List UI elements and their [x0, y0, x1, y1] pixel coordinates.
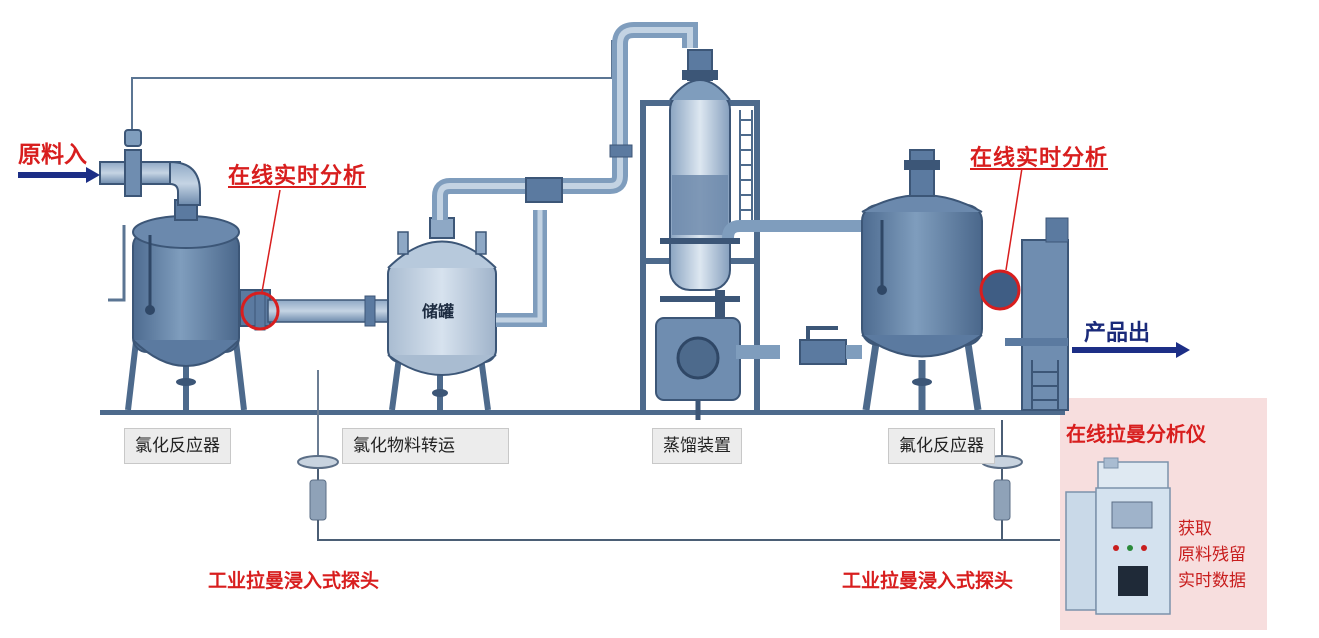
analysis-point-left: [240, 291, 280, 331]
online-analysis-right-label: 在线实时分析: [970, 146, 1109, 171]
tank-label: 储罐: [422, 302, 455, 321]
analyzer-title: 在线拉曼分析仪: [1066, 422, 1206, 446]
distillation-unit: [640, 49, 862, 420]
unit-label-fluorination-reactor: 氟化反应器: [888, 428, 995, 464]
fluorination-reactor: [861, 149, 983, 411]
side-vessel: [1005, 217, 1069, 411]
tank-to-column-pipe: [432, 22, 698, 220]
analyzer-note-line-1: 获取: [1178, 519, 1212, 539]
inlet-elbow: [169, 160, 201, 206]
column-to-reactor-pipe: [722, 220, 862, 239]
control-line-top: [131, 40, 613, 132]
callout-line-left: [261, 189, 281, 293]
storage-tank: [387, 217, 497, 411]
online-analysis-left-label: 在线实时分析: [228, 164, 367, 189]
analysis-point-right: [979, 269, 1021, 311]
raw-in-label: 原料入: [18, 142, 87, 168]
unit-label-transfer: 氯化物料转运: [342, 428, 509, 464]
callout-line-right: [1005, 167, 1023, 271]
analyzer-note-line-3: 实时数据: [1178, 571, 1246, 591]
probe-right-label: 工业拉曼浸入式探头: [842, 570, 1014, 592]
probe-left-label: 工业拉曼浸入式探头: [208, 570, 380, 592]
raman-analyzer-cabinet: [1065, 457, 1171, 615]
analyzer-note: 获取 原料残留 实时数据: [1178, 516, 1246, 594]
tank-side-pipe: [496, 210, 547, 327]
unit-label-chlorination-reactor: 氯化反应器: [124, 428, 231, 464]
raman-probe-right: [981, 455, 1023, 521]
unit-label-distillation: 蒸馏装置: [652, 428, 742, 464]
floor-line: [100, 410, 1065, 415]
chlorination-reactor: [108, 199, 271, 411]
product-out-label: 产品出: [1084, 321, 1151, 346]
raman-probe-left: [297, 370, 339, 540]
analyzer-note-line-2: 原料残留: [1178, 545, 1246, 565]
